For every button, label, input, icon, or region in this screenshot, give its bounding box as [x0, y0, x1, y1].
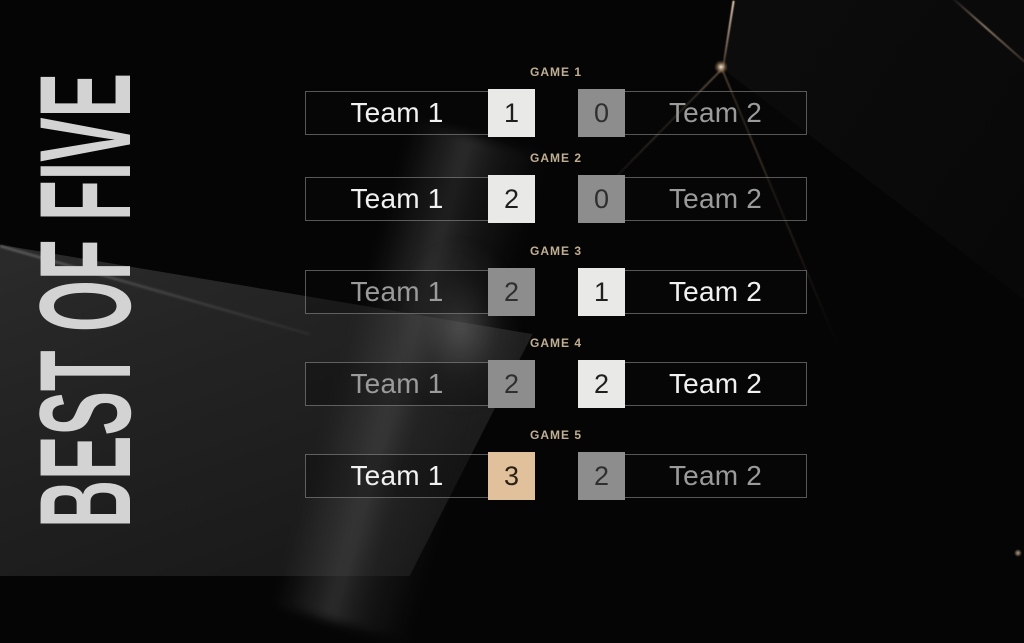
game-row-1: GAME 1 Team 1 1 0 Team 2: [305, 65, 807, 137]
game-row-4: GAME 4 Team 1 2 2 Team 2: [305, 336, 807, 408]
team1-bar: Team 1 2: [305, 360, 535, 408]
game-4-scoreline: Team 1 2 2 Team 2: [305, 360, 807, 408]
team2-name: Team 2: [668, 368, 763, 399]
team1-score: 2: [488, 360, 535, 408]
team1-score: 2: [488, 175, 535, 223]
team2-score: 2: [578, 360, 625, 408]
team2-bar: 0 Team 2: [578, 89, 807, 137]
team1-name: Team 1: [350, 183, 444, 214]
team2-name: Team 2: [668, 460, 763, 491]
game-5-label: GAME 5: [529, 428, 582, 442]
team1-name: Team 1: [350, 97, 444, 128]
series-title: BEST OF FIVE: [12, 73, 158, 528]
team2-bar: 1 Team 2: [578, 268, 807, 316]
game-row-3: GAME 3 Team 1 2 1 Team 2: [305, 244, 807, 316]
game-4-label: GAME 4: [529, 336, 582, 350]
team2-score: 1: [578, 268, 625, 316]
team2-score: 2: [578, 452, 625, 500]
game-3-scoreline: Team 1 2 1 Team 2: [305, 268, 807, 316]
team1-bar: Team 1 2: [305, 175, 535, 223]
game-1-scoreline: Team 1 1 0 Team 2: [305, 89, 807, 137]
game-3-label: GAME 3: [529, 244, 582, 258]
team2-score: 0: [578, 89, 625, 137]
team2-name: Team 2: [668, 183, 763, 214]
game-2-label: GAME 2: [529, 151, 582, 165]
series-scoreboard: GAME 1 Team 1 1 0 Team 2 GAME 2 Team 1 2…: [305, 0, 807, 576]
team1-score: 1: [488, 89, 535, 137]
game-5-scoreline: Team 1 3 2 Team 2: [305, 452, 807, 500]
team1-name: Team 1: [350, 368, 444, 399]
background-corner-highlight: [949, 0, 1024, 67]
game-row-5: GAME 5 Team 1 3 2 Team 2: [305, 428, 807, 500]
team2-bar: 2 Team 2: [578, 452, 807, 500]
team1-score: 3: [488, 452, 535, 500]
team1-bar: Team 1 2: [305, 268, 535, 316]
series-title-text: BEST OF FIVE: [12, 73, 158, 528]
team2-score: 0: [578, 175, 625, 223]
team1-bar: Team 1 1: [305, 89, 535, 137]
team1-bar: Team 1 3: [305, 452, 535, 500]
game-row-2: GAME 2 Team 1 2 0 Team 2: [305, 151, 807, 223]
team2-bar: 2 Team 2: [578, 360, 807, 408]
team2-name: Team 2: [668, 276, 763, 307]
team1-name: Team 1: [350, 276, 444, 307]
background-spark-dot: [1014, 549, 1022, 557]
game-1-label: GAME 1: [529, 65, 582, 79]
team1-name: Team 1: [350, 460, 444, 491]
game-2-scoreline: Team 1 2 0 Team 2: [305, 175, 807, 223]
team1-score: 2: [488, 268, 535, 316]
team2-bar: 0 Team 2: [578, 175, 807, 223]
team2-name: Team 2: [668, 97, 763, 128]
